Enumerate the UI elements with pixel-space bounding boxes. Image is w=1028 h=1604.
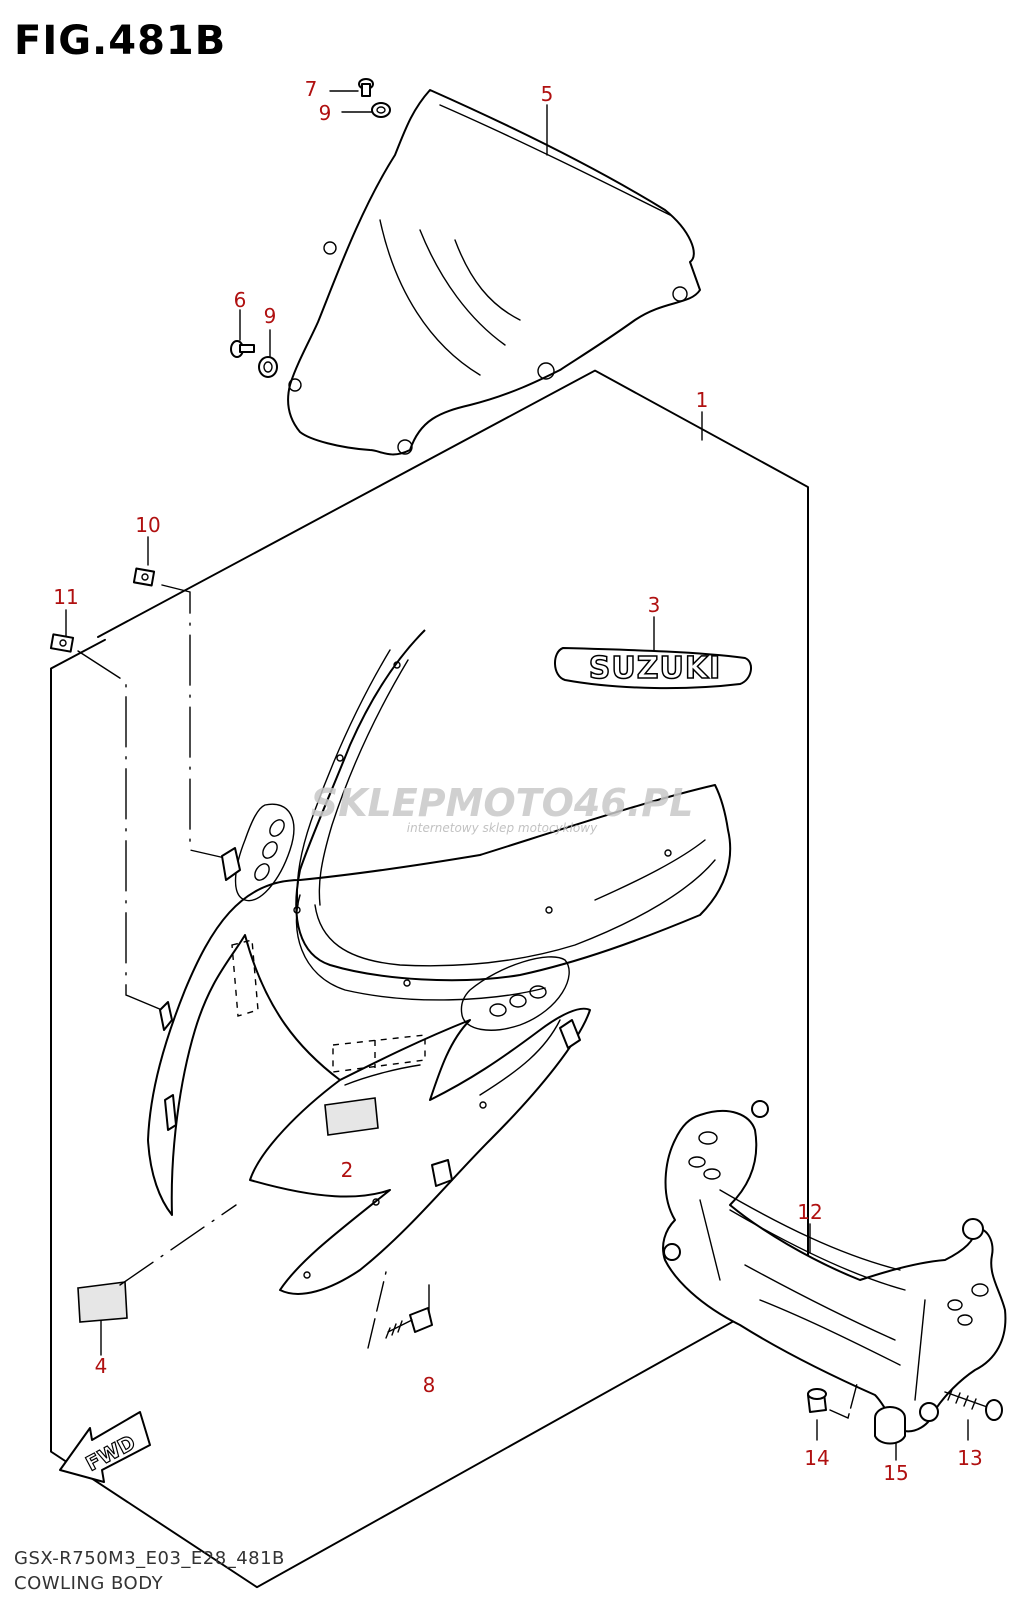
diagram-code: GSX-R750M3_E03_E28_481B: [14, 1548, 285, 1569]
upper-cowling-body: [147, 629, 732, 1295]
callout-4: 4: [94, 1354, 108, 1378]
assembly-frame-1: [50, 369, 809, 1589]
screw-8: [385, 1307, 433, 1339]
screw-6: [230, 340, 255, 358]
watermark-brand: SKLEPMOTO46.PL: [311, 781, 694, 825]
callout-3: 3: [647, 593, 661, 617]
callout-11: 11: [53, 585, 79, 609]
callout-12: 12: [797, 1200, 823, 1224]
clip-11: [49, 633, 75, 653]
callout-6: 6: [233, 288, 247, 312]
callout-2: 2: [340, 1158, 354, 1182]
screw-7: [358, 78, 374, 97]
fwd-arrow-icon: FWD: [59, 1411, 151, 1483]
watermark: SKLEPMOTO46.PL internetowy sklep motocyk…: [311, 781, 694, 835]
clip-10: [132, 567, 156, 587]
callout-10: 10: [135, 513, 161, 537]
nut-14: [807, 1388, 827, 1413]
callout-9-top: 9: [318, 101, 332, 125]
callout-9-lower: 9: [263, 304, 277, 328]
nut-9-lower: [258, 356, 278, 378]
callout-14: 14: [804, 1446, 830, 1470]
callout-13: 13: [957, 1446, 983, 1470]
watermark-tagline: internetowy sklep motocyklowy: [407, 821, 598, 835]
callout-8: 8: [422, 1373, 436, 1397]
windscreen-part-5: [287, 89, 701, 456]
emblem-text: SUZUKI: [589, 651, 722, 686]
callout-1: 1: [695, 388, 709, 412]
callout-7: 7: [304, 77, 318, 101]
suzuki-emblem-3: SUZUKI: [554, 647, 752, 690]
callout-15: 15: [883, 1461, 909, 1485]
callout-5: 5: [540, 82, 554, 106]
diagram-name: COWLING BODY: [14, 1573, 164, 1594]
cushion-15: [874, 1406, 906, 1445]
nut-9-top: [371, 102, 391, 118]
cowling-bracket-12: [662, 1100, 1007, 1433]
figure-title: FIG.481B: [14, 18, 227, 64]
tape-4: [77, 1281, 128, 1323]
bolt-13: [944, 1389, 1003, 1421]
tape-2: [324, 1097, 379, 1136]
